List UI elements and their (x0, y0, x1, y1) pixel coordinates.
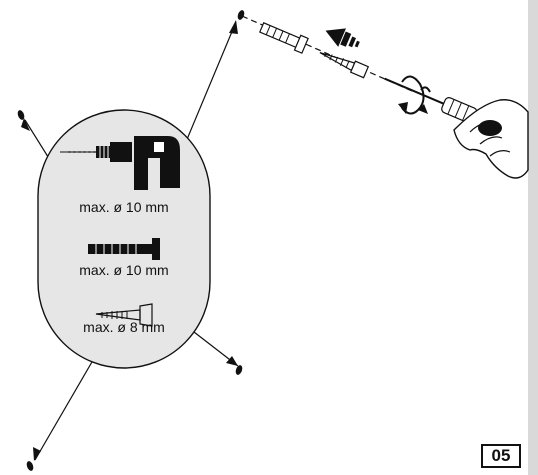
drill-hole-bottom-right (235, 365, 243, 375)
leader-arrowheads (21, 20, 238, 461)
arrowhead-left (21, 118, 30, 131)
screwdriver-icon (384, 77, 478, 124)
screw-size-label: max. ø 8 mm (83, 319, 165, 335)
drill-hole-left (17, 110, 25, 120)
rotation-arrow-icon (398, 75, 431, 115)
hand-icon (453, 99, 529, 179)
screw-part (319, 52, 370, 79)
screw-icon (95, 303, 153, 327)
assembly-illustration (241, 15, 529, 179)
arrowhead-bottom-left (33, 447, 41, 461)
wall-plug-size-label: max. ø 10 mm (79, 262, 168, 278)
page-edge-strip (528, 0, 538, 475)
drill-hole-bottom-left (26, 461, 34, 471)
arrowhead-top (229, 20, 238, 34)
step-number-badge: 05 (481, 444, 521, 468)
wall-plug-part (259, 22, 309, 54)
wall-plug-icon (88, 238, 160, 260)
drill-icon (60, 136, 180, 190)
push-arrow-icon (325, 28, 360, 48)
drill-holes (17, 10, 245, 471)
arrowhead-bottom-right (226, 356, 238, 366)
drill-hole-top (237, 10, 245, 20)
leader-line-bottom-left (34, 354, 97, 461)
drill-bit-size-label: max. ø 10 mm (79, 199, 168, 215)
